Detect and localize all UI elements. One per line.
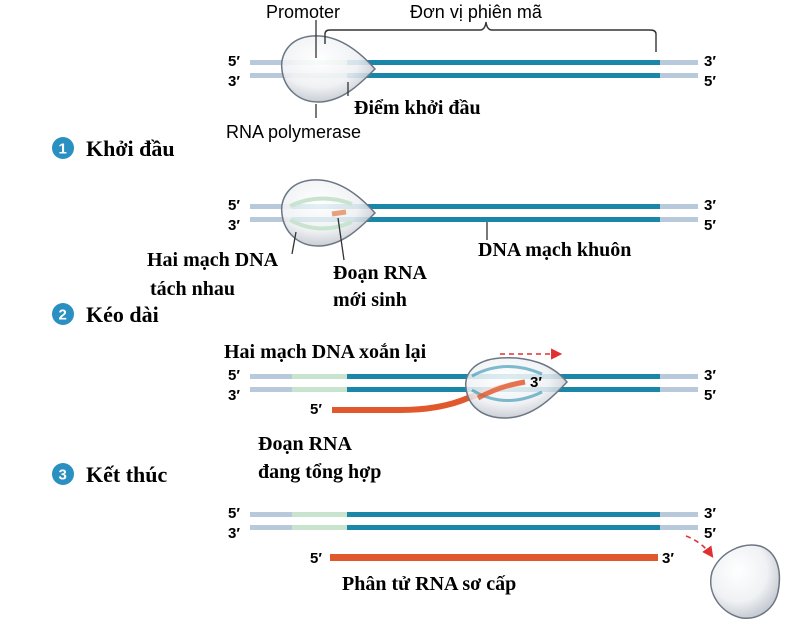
- step2-open-top-strand: [471, 364, 543, 378]
- step1-number: 1: [59, 141, 67, 158]
- step1-title: Khởi đầu: [86, 136, 175, 161]
- step2-end-3-left: 3′: [228, 387, 240, 404]
- step1-end-5-right: 5′: [704, 217, 716, 234]
- step2-number: 2: [59, 307, 67, 324]
- step2-end-5-left: 5′: [228, 367, 240, 384]
- step1-open-top-strand: [289, 196, 353, 208]
- step3-title: Kết thúc: [86, 462, 168, 487]
- step3-end-5-right: 5′: [704, 525, 716, 542]
- step1-open-bottom-strand: [289, 218, 353, 231]
- step1-end-3-right: 3′: [704, 197, 716, 214]
- step2-end-3-right: 3′: [704, 367, 716, 384]
- step3-rna-molecule: [330, 554, 658, 561]
- top-rna-polymerase: [280, 35, 377, 103]
- step2-dna-bottom-strand: [250, 387, 698, 392]
- step2-rna-in-bubble: [476, 379, 526, 401]
- top-end-3-left: 3′: [228, 73, 240, 90]
- step3-rna-3-end: 3′: [662, 550, 674, 567]
- step1-number-badge: [52, 137, 74, 159]
- top-unit-label: Đơn vị phiên mã: [410, 2, 543, 22]
- step3-rna-label: Phân tử RNA sơ cấp: [342, 573, 516, 595]
- top-polymerase-label: RNA polymerase: [226, 122, 361, 142]
- step1-rna-pointer: [337, 217, 345, 261]
- step1-template-label: DNA mạch khuôn: [478, 239, 631, 261]
- step3-number-badge: [52, 463, 74, 485]
- top-start-point-label: Điểm khởi đầu: [354, 97, 481, 119]
- step3-number: 3: [59, 467, 67, 484]
- step3-release-arrow: [685, 535, 714, 558]
- step2-rna-label-line1: Đoạn RNA: [258, 433, 352, 455]
- step1-separated-label-line2: tách nhau: [150, 278, 235, 300]
- step3-panel: 3 Kết thúc 5′ 3′ Phân tử RNA sơ cấp 5′ 3…: [52, 462, 781, 619]
- step2-title: Kéo dài: [86, 302, 159, 327]
- step1-rna-polymerase: [280, 179, 377, 247]
- step2-number-badge: [52, 303, 74, 325]
- top-end-5-left: 5′: [228, 53, 240, 70]
- step2-rna-label-line2: đang tổng hợp: [258, 461, 381, 483]
- step1-panel: 1 Khởi đầu Hai mạch DNA tách nhau Đoạn R…: [52, 136, 716, 311]
- step2-rna-3-end: 3′: [530, 374, 542, 391]
- step2-rewind-label: Hai mạch DNA xoắn lại: [224, 341, 427, 363]
- step1-separated-pointer: [291, 231, 297, 255]
- top-promoter-label: Promoter: [266, 2, 340, 22]
- step3-released-polymerase: [710, 544, 781, 619]
- top-end-5-right: 5′: [704, 73, 716, 90]
- step2-open-bottom-strand: [471, 388, 543, 402]
- step3-dna-top-strand: [250, 512, 698, 517]
- step2-rna-5-end: 5′: [310, 401, 322, 418]
- step1-dna-top-strand: [250, 204, 698, 209]
- step1-dna-bottom-strand: [250, 217, 698, 222]
- step3-rna-5-end: 5′: [310, 550, 322, 567]
- top-end-3-right: 3′: [704, 53, 716, 70]
- step2-end-5-right: 5′: [704, 387, 716, 404]
- step3-end-5-left: 5′: [228, 505, 240, 522]
- step2-dna-top-strand: [250, 374, 698, 379]
- step1-end-5-left: 5′: [228, 197, 240, 214]
- top-panel: Promoter Đơn vị phiên mã Điểm khởi đầu R…: [226, 2, 716, 142]
- top-transcription-unit-bracket: [324, 21, 657, 52]
- step3-end-3-left: 3′: [228, 525, 240, 542]
- step1-separated-label-line1: Hai mạch DNA: [147, 249, 279, 271]
- step1-end-3-left: 3′: [228, 217, 240, 234]
- step3-dna-bottom-strand: [250, 525, 698, 530]
- step1-rna-nascent: [331, 209, 347, 217]
- step3-end-3-right: 3′: [704, 505, 716, 522]
- step2-panel: 2 Kéo dài Hai mạch DNA xoắn lại 5′ 3′ Đo…: [52, 302, 716, 483]
- step1-rna-label-line1: Đoạn RNA: [333, 262, 427, 284]
- step1-rna-label-line2: mới sinh: [333, 289, 407, 311]
